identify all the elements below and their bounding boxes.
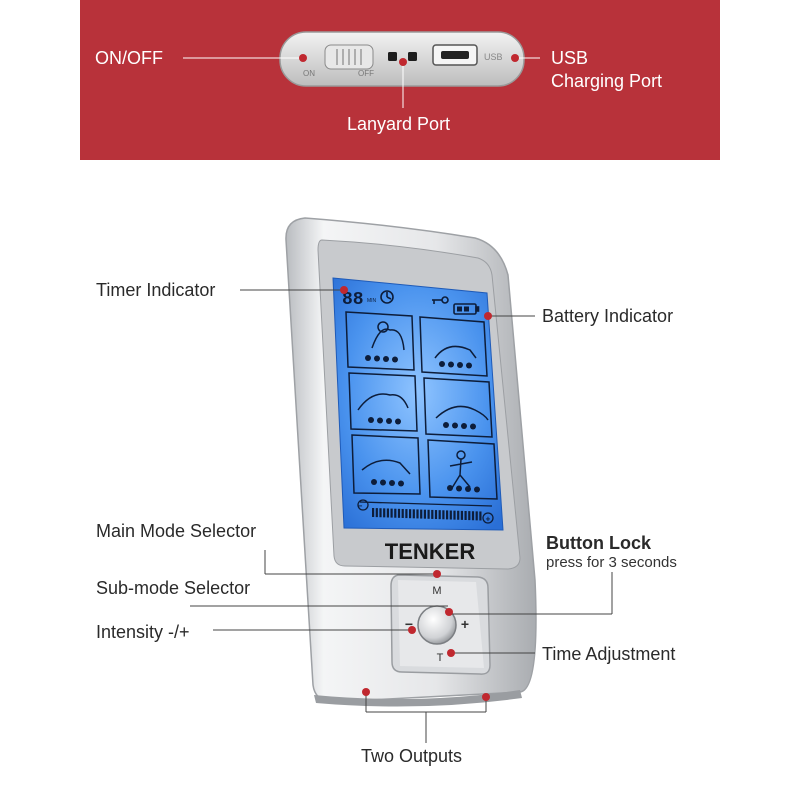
lcd-bar-tick	[471, 511, 475, 521]
mode-tile-5	[351, 434, 421, 495]
lcd-bar-tick	[379, 508, 382, 518]
usb-label-line1: USB	[551, 48, 589, 68]
lcd-bar-tick	[372, 508, 375, 517]
sub-mode-label: Sub-mode Selector	[96, 578, 251, 598]
lcd-bar-tick	[427, 509, 430, 519]
lcd-timer-digits: 88	[342, 290, 364, 310]
lcd-bar-tick	[453, 510, 456, 520]
brand-logo: TENKER	[385, 539, 476, 564]
switch-off-mark: OFF	[358, 69, 374, 78]
lcd-bar-tick	[423, 509, 426, 519]
lcd-bar-tick	[390, 508, 393, 518]
lcd-bar-tick	[434, 510, 438, 520]
lcd-contents	[380, 290, 480, 315]
on-off-dot	[299, 54, 307, 62]
lcd-bar-tick	[442, 510, 445, 520]
lanyard-label: Lanyard Port	[347, 114, 451, 134]
lcd-bar-tick	[409, 509, 412, 519]
lcd-bar-tick	[375, 508, 378, 518]
mode-tile-6	[427, 439, 498, 500]
lcd-timer-unit: MIN	[367, 298, 377, 304]
lcd-bar-tick	[460, 510, 463, 520]
lcd-bar-tick	[464, 511, 467, 520]
switch-on-mark: ON	[303, 69, 315, 78]
usb-dot	[511, 54, 519, 62]
lcd-mode-grid	[345, 311, 498, 500]
button-lock-label: Button Lock	[546, 533, 651, 553]
mode-tile-1	[345, 311, 415, 371]
lcd-bar-tick	[479, 511, 482, 521]
lcd-bar-tick	[438, 510, 441, 520]
callout-dots	[340, 286, 492, 701]
callout-lines	[190, 289, 613, 743]
button-t-label: T	[437, 652, 444, 664]
mode-tile-3	[348, 372, 418, 432]
lcd-bar-tick	[397, 508, 401, 518]
lcd-bar-tick	[468, 511, 471, 521]
lcd-bar-plus: +	[486, 515, 491, 524]
lcd-bar-tick	[383, 508, 386, 518]
lanyard-hole-right	[408, 52, 417, 61]
lcd-bar-tick	[420, 509, 423, 519]
lcd-bar-tick	[457, 510, 460, 520]
battery-indicator-label: Battery Indicator	[542, 306, 674, 326]
lcd-bar-tick	[416, 509, 419, 519]
lcd-bar-tick	[405, 509, 408, 519]
button-pad	[390, 574, 491, 675]
usb-mark: USB	[484, 52, 503, 62]
lcd-bar-tick	[386, 508, 389, 518]
main-mode-label: Main Mode Selector	[96, 521, 257, 541]
lcd-bar-tick	[475, 511, 478, 521]
lcd-intensity-bar	[357, 499, 494, 524]
mode-tile-2	[419, 316, 488, 377]
lcd-bar-tick	[412, 509, 415, 519]
on-off-label: ON/OFF	[95, 48, 163, 68]
timer-indicator-label: Timer Indicator	[96, 280, 216, 300]
time-adjustment-label: Time Adjustment	[542, 644, 676, 664]
lcd-bar-tick	[449, 510, 452, 520]
button-plus-label: +	[461, 616, 469, 632]
lcd-bar-tick	[431, 509, 434, 519]
intensity-label: Intensity -/+	[96, 622, 190, 642]
lanyard-dot	[399, 58, 407, 66]
usb-label-line2: Charging Port	[551, 71, 663, 91]
mode-tile-4	[423, 377, 493, 438]
lcd-bar-minus: −	[358, 502, 363, 511]
lcd-bar-tick	[446, 510, 449, 520]
button-lock-hint: press for 3 seconds	[546, 554, 677, 571]
lanyard-hole-left	[388, 52, 397, 61]
two-outputs-label: Two Outputs	[361, 746, 463, 766]
lcd-bar-tick	[394, 508, 397, 518]
button-minus-label: −	[405, 616, 413, 632]
lcd-bar-tick	[401, 508, 404, 518]
button-m-label: M	[432, 585, 441, 597]
